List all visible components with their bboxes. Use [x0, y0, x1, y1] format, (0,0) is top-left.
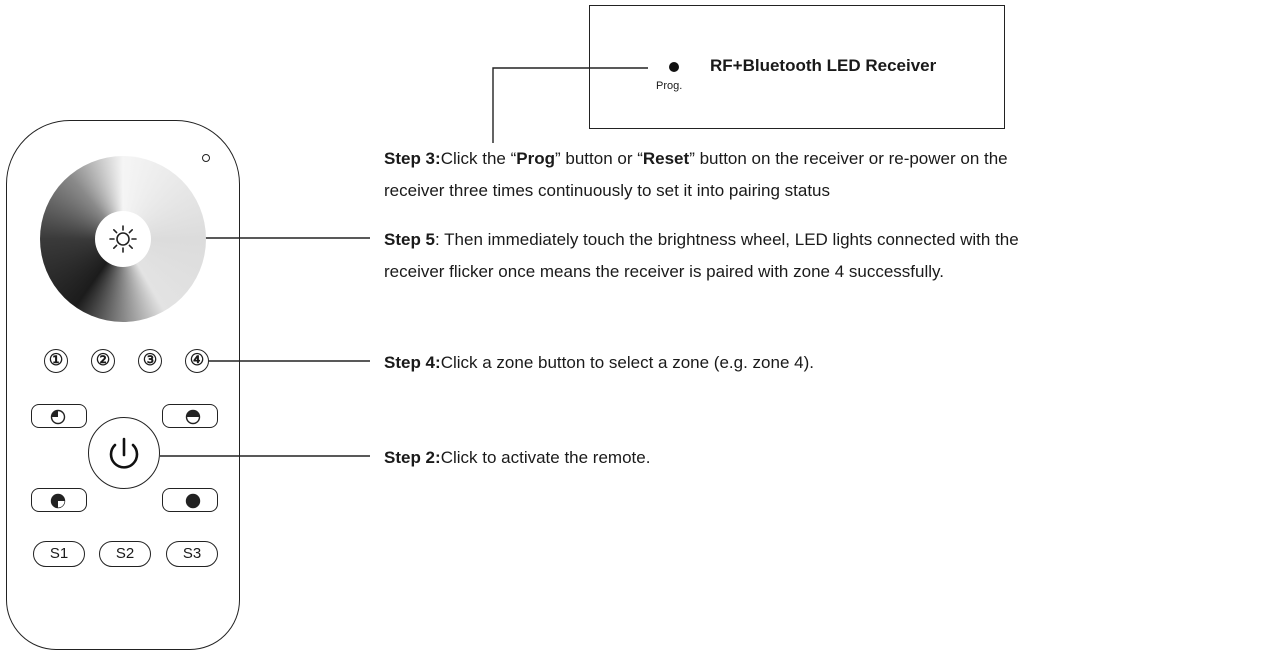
mode-button-top-right[interactable]: [162, 404, 218, 428]
indicator-led-icon: [202, 154, 210, 162]
step2-label: Step 2:: [384, 448, 441, 467]
mode-button-bottom-left[interactable]: [31, 488, 87, 512]
scene-s3-button[interactable]: S3: [166, 541, 218, 567]
leader-line-step3: [492, 67, 648, 143]
zone-4-button[interactable]: ④: [185, 349, 209, 373]
zone-2-button[interactable]: ②: [91, 349, 115, 373]
prog-button[interactable]: [669, 62, 679, 72]
step3-line1: Step 3:Click the “Prog” button or “Reset…: [384, 143, 1008, 174]
sun-icon: [109, 225, 137, 253]
scene-s1-button[interactable]: S1: [33, 541, 85, 567]
step5-text1: : Then immediately touch the brightness …: [435, 230, 1019, 249]
scene-s2-button[interactable]: S2: [99, 541, 151, 567]
zone-3-button[interactable]: ③: [138, 349, 162, 373]
step3-bold-prog: Prog: [516, 149, 555, 168]
zone-1-button[interactable]: ①: [44, 349, 68, 373]
step3-text2: ” button or “: [555, 149, 643, 168]
step5-label: Step 5: [384, 230, 436, 249]
step3-line2: receiver three times continuously to set…: [384, 181, 830, 200]
step3-text1: Click the “: [440, 149, 517, 168]
step3-bold-reset: Reset: [642, 149, 690, 168]
step3-label: Step 3:: [384, 149, 441, 168]
mode-button-bottom-right[interactable]: [162, 488, 218, 512]
step2-line: Step 2:Click to activate the remote.: [384, 442, 650, 473]
step4-text: Click a zone button to select a zone (e.…: [440, 353, 814, 372]
step2-text: Click to activate the remote.: [440, 448, 651, 467]
receiver-box: [589, 5, 1005, 129]
power-button[interactable]: [88, 417, 160, 489]
step4-line: Step 4:Click a zone button to select a z…: [384, 347, 814, 378]
wheel-center: [95, 211, 151, 267]
step5-line2: receiver flicker once means the receiver…: [384, 262, 944, 281]
mode-button-top-left[interactable]: [31, 404, 87, 428]
prog-label: Prog.: [656, 80, 683, 92]
step4-label: Step 4:: [384, 353, 441, 372]
power-icon: [109, 437, 139, 469]
step5-line1: Step 5: Then immediately touch the brigh…: [384, 224, 1019, 255]
receiver-title: RF+Bluetooth LED Receiver: [710, 56, 937, 75]
step3-text3: ” button on the receiver or re-power on …: [689, 149, 1008, 168]
